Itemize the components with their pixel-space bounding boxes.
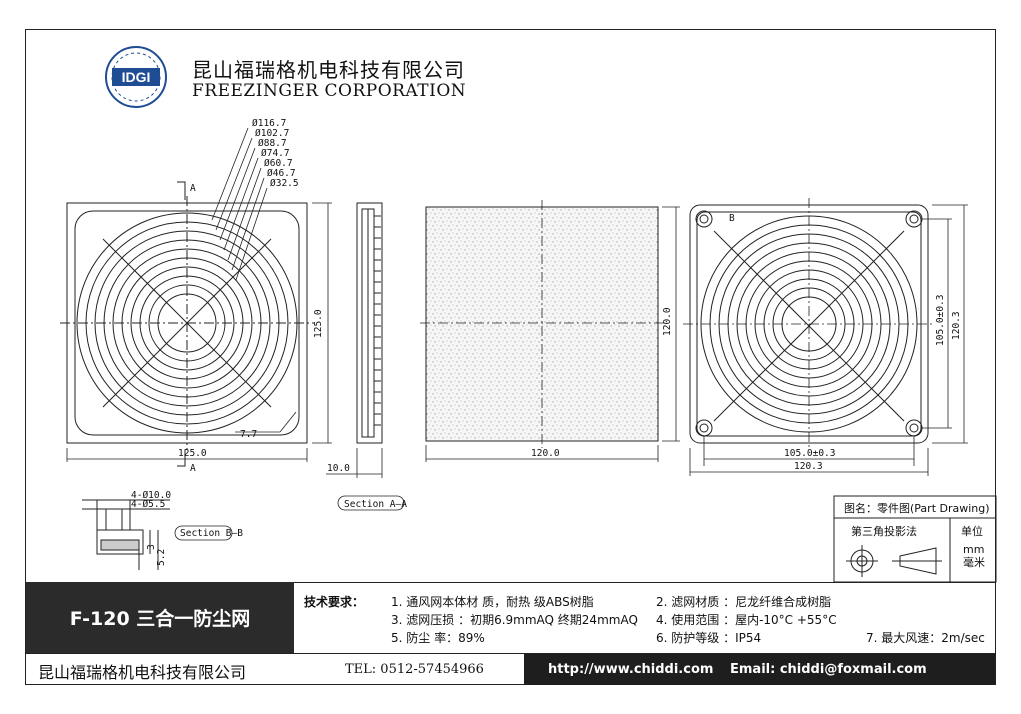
req-1: 1. 通风网本体材 质，耐热 级ABS树脂 xyxy=(391,595,594,609)
front-dimension-lines xyxy=(66,202,332,462)
side-section-view xyxy=(356,202,383,444)
media-dimension-lines xyxy=(425,206,680,462)
media-centerlines xyxy=(420,200,664,448)
dim-detail-h1: 3 xyxy=(146,544,157,550)
product-model: F-120 三合一防尘网 xyxy=(26,582,294,653)
projection-label: 第三角投影法 xyxy=(851,525,917,538)
company-name-en: FREEZINGER CORPORATION xyxy=(192,81,467,101)
req-3: 3. 滤网压损 ：初期6.9mmAQ 终期24mmAQ xyxy=(391,613,638,627)
dim-media-height: 120.0 xyxy=(662,307,673,336)
dim-rear-hole-height: 105.0±0.3 xyxy=(935,295,946,346)
dim-d7: Ø32.5 xyxy=(270,178,299,189)
section-b-marker: B xyxy=(729,213,735,224)
dim-d5: Ø60.7 xyxy=(264,158,293,169)
dim-d3: Ø88.7 xyxy=(258,138,287,149)
diameter-leaders xyxy=(211,127,268,281)
footer-tel: TEL: 0512-57454966 xyxy=(345,662,484,677)
dim-detail-d1: 4-Ø10.0 xyxy=(131,490,171,501)
footer-email-link[interactable]: Email: chiddi@foxmail.com xyxy=(730,662,927,677)
dim-d4: Ø74.7 xyxy=(261,148,290,159)
section-aa-label: Section A—A xyxy=(344,499,407,510)
front-view xyxy=(60,196,314,450)
dim-media-width: 120.0 xyxy=(531,448,560,459)
req-4: 4. 使用范围 ：屋内-10°C +55°C xyxy=(656,613,837,627)
drawing-name: 图名：零件图(Part Drawing) xyxy=(844,502,990,515)
dim-front-height: 125.0 xyxy=(313,309,324,338)
req-5: 5. 防尘 率：89% xyxy=(391,631,485,645)
requirements-title: 技术要求： xyxy=(304,595,365,609)
logo-text: IDGI xyxy=(122,69,151,85)
diameter-labels: Ø116.7 Ø102.7 Ø88.7 Ø74.7 Ø60.7 Ø46.7 Ø3… xyxy=(252,118,299,189)
company-logo: IDGI xyxy=(105,46,167,108)
dim-rear-height: 120.3 xyxy=(951,311,962,340)
dim-d1: Ø116.7 xyxy=(252,118,286,129)
dim-front-width: 125.0 xyxy=(178,448,207,459)
depth-dimension-lines xyxy=(326,448,383,478)
drawing-sheet xyxy=(25,29,996,685)
dim-rear-hole-width: 105.0±0.3 xyxy=(784,448,835,459)
rear-centerlines xyxy=(683,198,935,450)
unit-value: mm 毫米 xyxy=(963,543,985,569)
section-bb-label: Section B—B xyxy=(180,528,243,539)
dim-rear-width: 120.3 xyxy=(794,461,823,472)
footer-contact-panel xyxy=(524,654,995,685)
dim-detail-h2: 5.2 xyxy=(156,549,167,566)
dim-depth: 10.0 xyxy=(327,463,350,474)
spec-bar xyxy=(26,582,996,654)
dim-rib: 7.7 xyxy=(240,429,257,440)
req-7: 7. 最大风速：2m/sec xyxy=(866,631,985,645)
unit-label: 单位 xyxy=(961,525,983,538)
req-6: 6. 防护等级 ：IP54 xyxy=(656,631,762,645)
side-section-ribs xyxy=(374,215,381,426)
company-name-cn: 昆山福瑞格机电科技有限公司 xyxy=(192,58,465,82)
detail-section-bb xyxy=(82,499,170,570)
footer-bar xyxy=(26,653,996,686)
req-2: 2. 滤网材质 ：尼龙纤维合成树脂 xyxy=(656,595,832,609)
footer-company: 昆山福瑞格机电科技有限公司 xyxy=(38,663,247,682)
rear-dimension-lines xyxy=(689,204,968,476)
third-angle-projection-symbol xyxy=(846,545,942,577)
section-a-markers xyxy=(177,181,186,467)
footer-url-link[interactable]: http://www.chiddi.com xyxy=(548,662,714,677)
section-a-top: A xyxy=(190,183,196,194)
dim-detail-d2: 4-Ø5.5 xyxy=(131,499,165,510)
section-a-bottom: A xyxy=(190,463,196,474)
dim-d2: Ø102.7 xyxy=(255,128,289,139)
dim-d6: Ø46.7 xyxy=(267,168,296,179)
